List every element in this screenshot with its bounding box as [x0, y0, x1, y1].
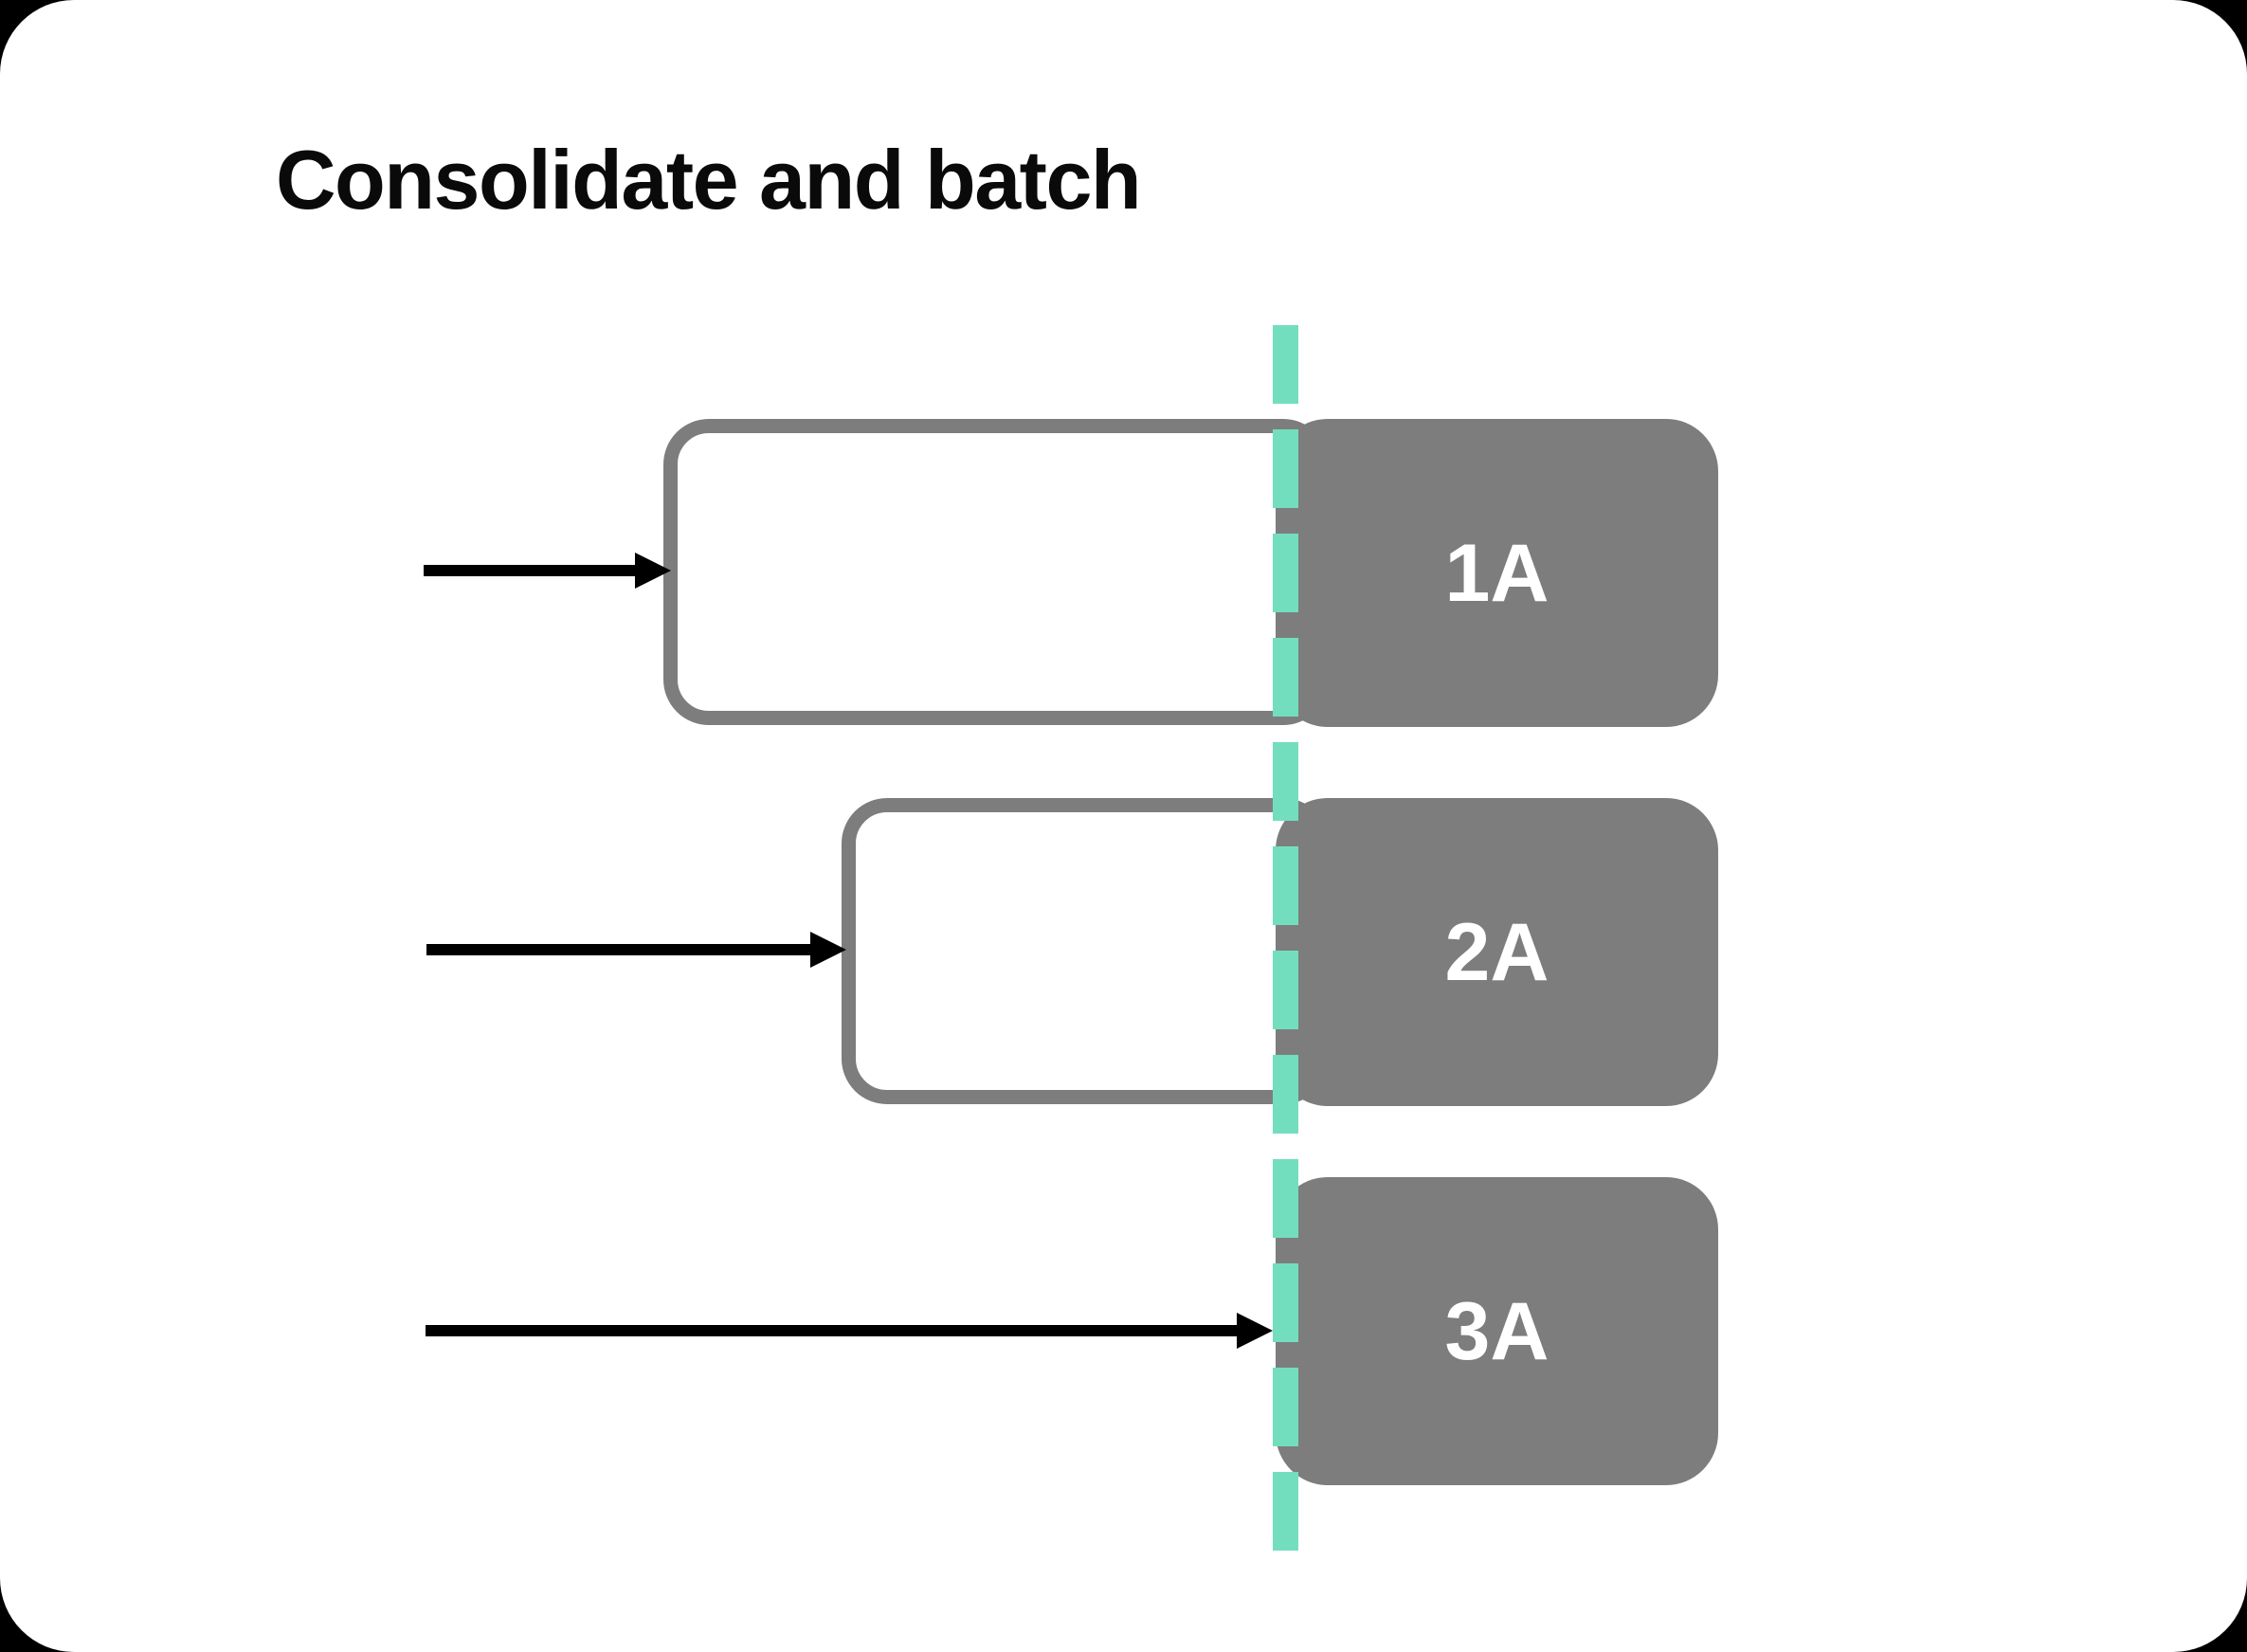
source-box-1 [663, 419, 1329, 725]
batch-box-1a: 1A [1276, 419, 1718, 727]
inflow-arrow-2-head-icon [810, 932, 846, 968]
batch-box-3a: 3A [1276, 1177, 1718, 1485]
inflow-arrow-1-head-icon [635, 553, 671, 589]
diagram-title: Consolidate and batch [276, 133, 1142, 227]
batch-box-3a-label: 3A [1444, 1285, 1549, 1377]
source-box-2 [842, 798, 1329, 1104]
inflow-arrow-2-line [426, 944, 813, 955]
batch-box-2a: 2A [1276, 798, 1718, 1106]
batch-box-1a-label: 1A [1444, 527, 1549, 619]
inflow-arrow-1-line [424, 565, 640, 576]
batch-box-2a-label: 2A [1444, 906, 1549, 998]
inflow-arrow-3-line [426, 1325, 1241, 1336]
inflow-arrow-3-head-icon [1237, 1313, 1273, 1349]
batch-divider-dashed-line [1273, 325, 1298, 1551]
